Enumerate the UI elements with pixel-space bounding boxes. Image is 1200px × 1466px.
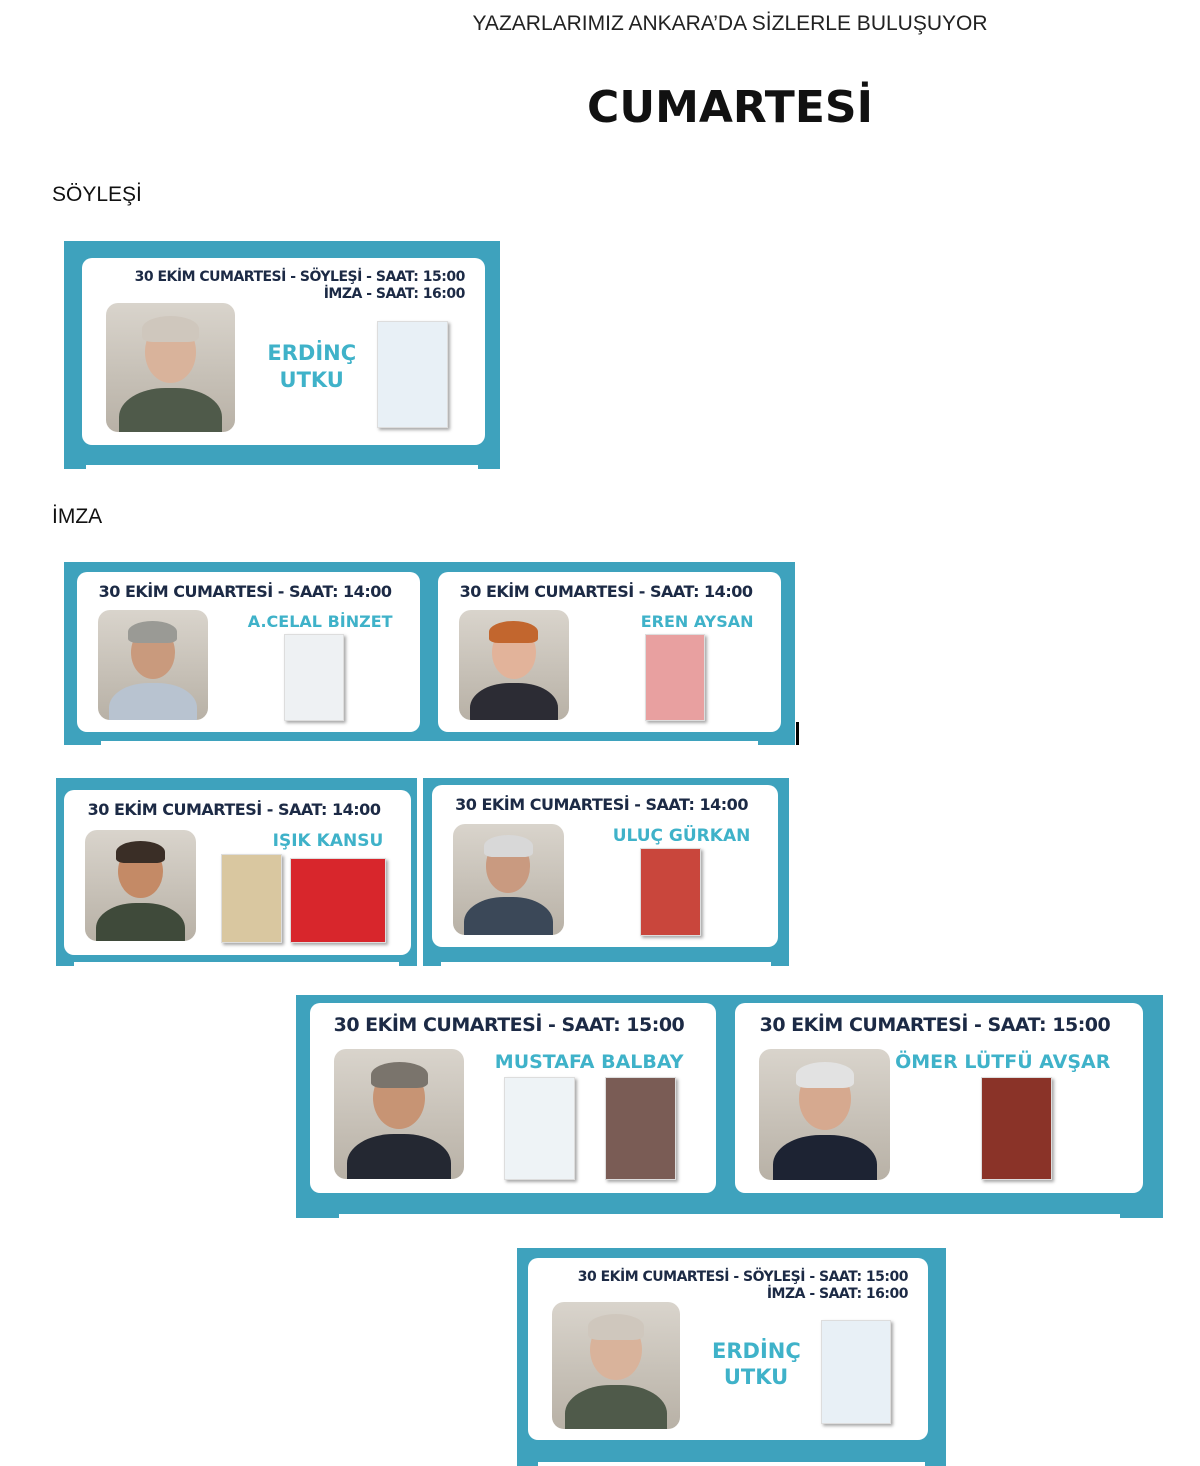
author-name: IŞIK KANSU: [272, 831, 384, 852]
page-title: CUMARTESİ: [587, 82, 873, 133]
author-photo: [552, 1301, 680, 1429]
book-cover: [640, 847, 702, 936]
event-time-header: 30 EKİM CUMARTESİ - SAAT: 14:00: [448, 582, 764, 601]
text-cursor: [796, 722, 799, 745]
page-subtitle: YAZARLARIMIZ ANKARA’DA SİZLERLE BULUŞUYO…: [472, 12, 988, 35]
event-card: 30 EKİM CUMARTESİ - SÖYLEŞİ - SAAT: 15:0…: [528, 1258, 928, 1440]
header-line: 30 EKİM CUMARTESİ - SAAT: 15:00: [759, 1014, 1111, 1037]
header-line: 30 EKİM CUMARTESİ - SAAT: 15:00: [333, 1014, 685, 1037]
author-photo: [759, 1048, 891, 1180]
author-photo: [84, 829, 196, 941]
header-line: İMZA - SAAT: 16:00: [766, 1285, 909, 1302]
section-label-talk: SÖYLEŞİ: [52, 183, 142, 206]
photo-hair: [489, 621, 538, 644]
photo-hair: [370, 1061, 428, 1088]
event-time-header: 30 EKİM CUMARTESİ - SAAT: 15:00: [322, 1014, 696, 1037]
book-cover: [283, 633, 344, 721]
frame-strip: [538, 1462, 925, 1466]
photo-body: [108, 682, 197, 721]
section-label-signing: İMZA: [52, 505, 103, 528]
photo-body: [119, 388, 223, 432]
photo-body: [469, 682, 558, 721]
book-list: [915, 1076, 1119, 1180]
frame-strip: [339, 1214, 1120, 1218]
header-line: 30 EKİM CUMARTESİ - SÖYLEŞİ - SAAT: 15:0…: [134, 269, 466, 286]
event-card: 30 EKİM CUMARTESİ - SÖYLEŞİ - SAAT: 15:0…: [82, 258, 485, 445]
event-time-header: 30 EKİM CUMARTESİ - SAAT: 14:00: [442, 795, 760, 814]
book-cover: [290, 858, 387, 944]
photo-hair: [142, 315, 200, 342]
author-name: MUSTAFA BALBAY: [494, 1050, 684, 1073]
frame-strip: [85, 465, 479, 469]
book-cover: [605, 1076, 677, 1180]
header-line: 30 EKİM CUMARTESİ - SAAT: 14:00: [459, 581, 753, 601]
frame-strip: [74, 962, 399, 966]
header-line: 30 EKİM CUMARTESİ - SAAT: 14:00: [455, 794, 748, 814]
header-line: İMZA - SAAT: 16:00: [323, 286, 466, 303]
event-time-header: 30 EKİM CUMARTESİ - SAAT: 14:00: [87, 582, 403, 601]
author-name: ERDİNÇ UTKU: [267, 341, 357, 392]
frame-strip: [100, 741, 759, 745]
book-list: [589, 633, 761, 721]
book-cover: [503, 1076, 575, 1180]
book-cover: [821, 1319, 891, 1424]
header-line: 30 EKİM CUMARTESİ - SÖYLEŞİ - SAAT: 15:0…: [577, 1268, 909, 1285]
book-list: [584, 847, 757, 936]
book-cover: [644, 633, 705, 721]
photo-hair: [587, 1314, 645, 1340]
event-time-header: 30 EKİM CUMARTESİ - SAAT: 14:00: [74, 800, 393, 819]
book-list: [217, 854, 391, 944]
book-list: [816, 1319, 896, 1424]
frame-strip: [441, 962, 771, 966]
photo-body: [347, 1134, 452, 1179]
photo-body: [772, 1135, 878, 1180]
photo-body: [95, 902, 185, 941]
author-photo: [334, 1048, 465, 1179]
author-name: ERDİNÇ UTKU: [712, 1339, 801, 1390]
photo-hair: [115, 840, 165, 863]
book-cover: [220, 854, 282, 944]
book-cover: [376, 321, 448, 429]
photo-hair: [128, 621, 177, 644]
book-list: [228, 633, 400, 721]
header-line: 30 EKİM CUMARTESİ - SAAT: 14:00: [98, 581, 392, 601]
photo-body: [564, 1385, 668, 1429]
event-time-header: 30 EKİM CUMARTESİ - SÖYLEŞİ - SAAT: 15:0…: [540, 1268, 909, 1303]
photo-hair: [483, 834, 533, 858]
book-list: [372, 321, 453, 429]
photo-hair: [796, 1061, 854, 1088]
author-photo: [97, 610, 208, 721]
author-name: ULUÇ GÜRKAN: [612, 825, 751, 846]
author-name: EREN AYSAN: [640, 612, 754, 631]
photo-body: [463, 897, 553, 935]
event-time-header: 30 EKİM CUMARTESİ - SAAT: 15:00: [747, 1014, 1122, 1037]
book-cover: [981, 1076, 1053, 1180]
author-photo: [458, 610, 569, 721]
author-name: A.CELAL BİNZET: [247, 612, 393, 631]
author-photo: [106, 302, 236, 432]
author-photo: [452, 823, 564, 935]
author-name: ÖMER LÜTFÜ AVŞAR: [895, 1050, 1111, 1073]
header-line: 30 EKİM CUMARTESİ - SAAT: 14:00: [87, 799, 381, 819]
event-time-header: 30 EKİM CUMARTESİ - SÖYLEŞİ - SAAT: 15:0…: [94, 269, 466, 303]
book-list: [489, 1076, 692, 1180]
